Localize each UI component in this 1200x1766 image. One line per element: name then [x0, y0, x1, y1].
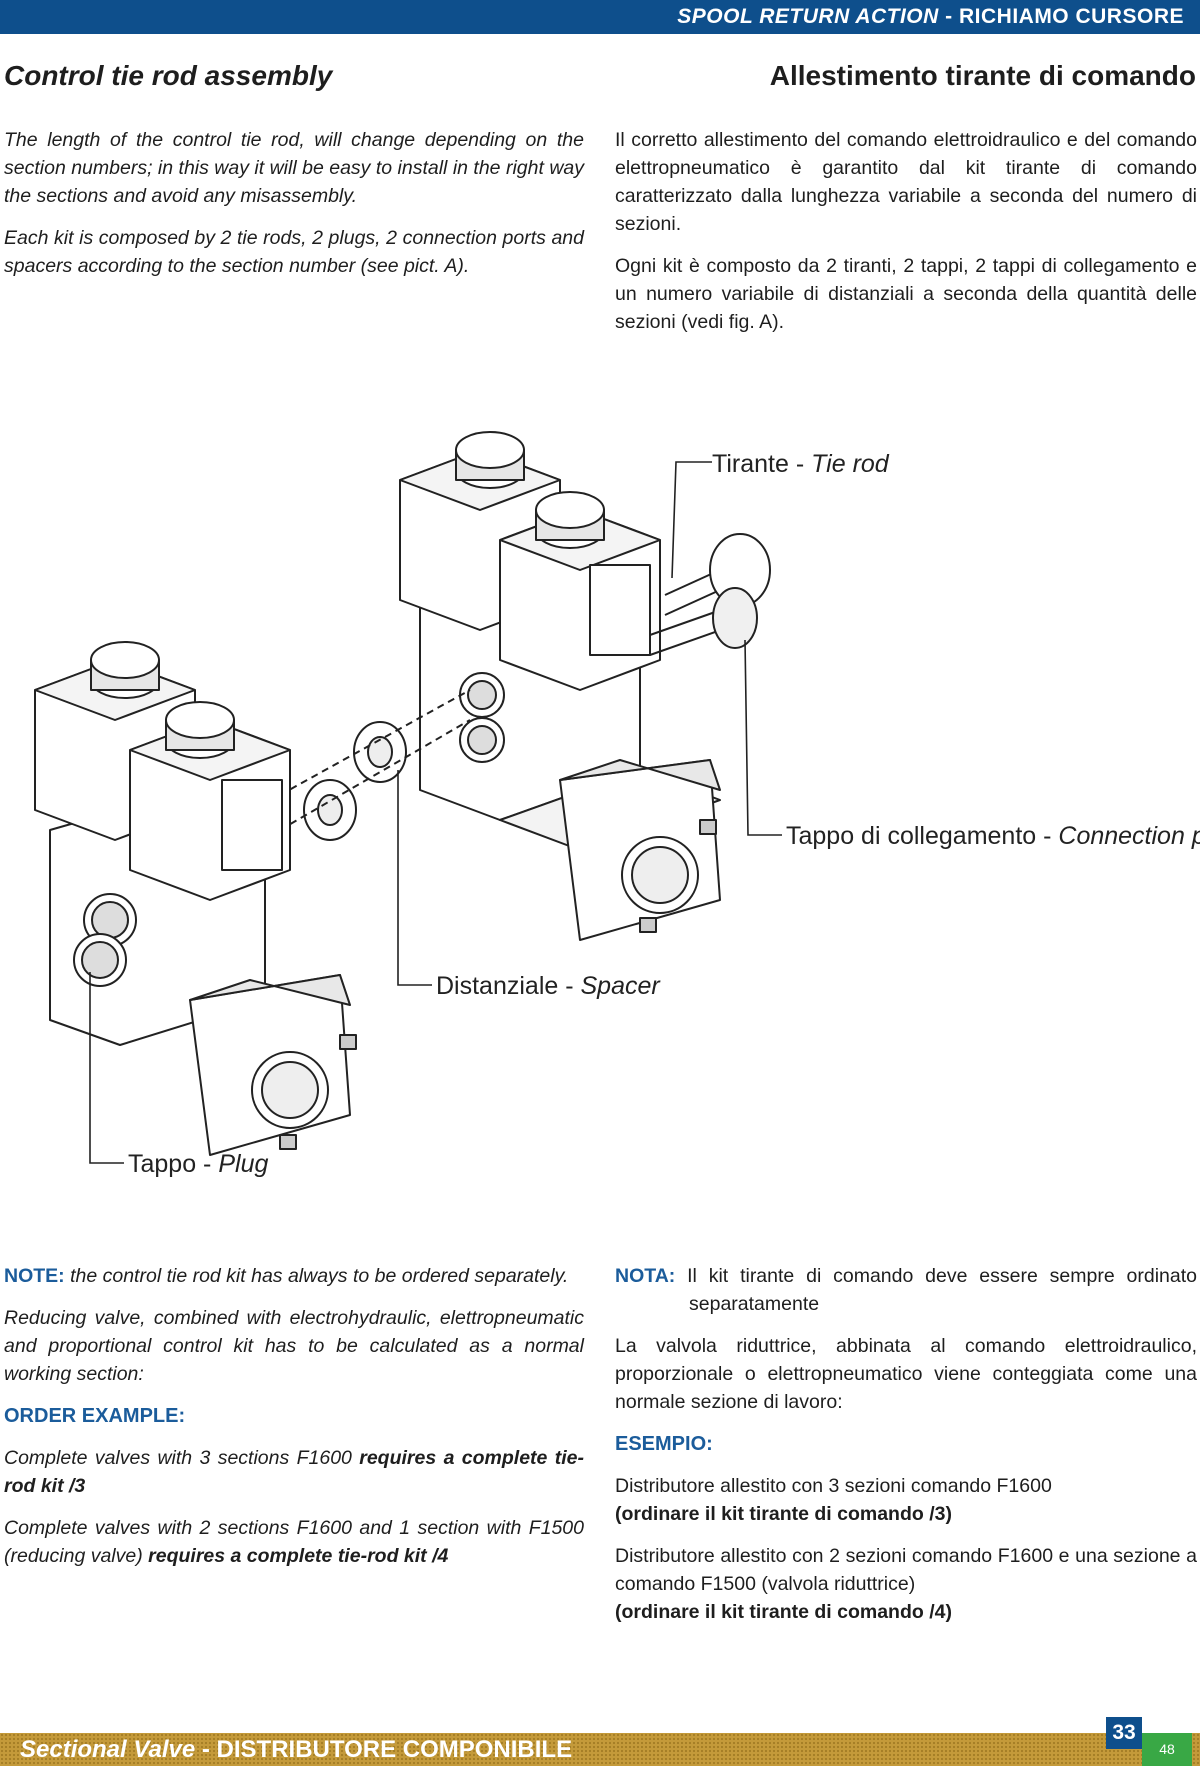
- page-number: 33: [1106, 1717, 1142, 1749]
- reducing-valve-en: Reducing valve, combined with electrohyd…: [4, 1307, 584, 1385]
- order-example-en-1: Complete valves with 3 sections F1600 re…: [4, 1447, 584, 1497]
- page-number-secondary: 48: [1142, 1733, 1192, 1766]
- order-example-it-2: Distributore allestito con 2 sezioni com…: [615, 1545, 1197, 1623]
- plug-leader: [89, 972, 124, 1164]
- footer-title: Sectional Valve - DISTRIBUTORE COMPONIBI…: [20, 1736, 573, 1763]
- connection-port-label: Tappo di collegamento - Connection port: [786, 822, 1200, 850]
- header-bar: SPOOL RETURN ACTION - RICHIAMO CURSORE: [0, 0, 1200, 34]
- section-title-en: Control tie rod assembly: [4, 60, 333, 91]
- intro-en: The length of the control tie rod, will …: [4, 126, 584, 280]
- tie-rods: [649, 533, 771, 656]
- note-it-text: Il kit tirante di comando deve essere se…: [687, 1265, 1197, 1315]
- note-en-text: the control tie rod kit has always to be…: [70, 1265, 569, 1287]
- front-solenoid-1: [34, 641, 196, 841]
- tie-rod-leader: [671, 461, 712, 579]
- note-it: NOTA: Il kit tirante di comando deve ess…: [615, 1262, 1197, 1626]
- reducing-valve-it: La valvola riduttrice, abbinata al coman…: [615, 1335, 1197, 1413]
- order-example-title-it: ESEMPIO:: [615, 1433, 713, 1455]
- tie-rod-assembly-figure: Tirante - Tie rod Tappo di collegamento …: [34, 431, 1200, 1178]
- intro-en-paragraph-2: Each kit is composed by 2 tie rods, 2 pl…: [4, 227, 584, 277]
- back-solenoid-2: [499, 491, 661, 691]
- note-it-key: NOTA:: [615, 1265, 676, 1287]
- footer-bar: Sectional Valve - DISTRIBUTORE COMPONIBI…: [0, 1733, 1200, 1766]
- order-example-en-2: Complete valves with 2 sections F1600 an…: [4, 1517, 584, 1567]
- spacers: [279, 689, 471, 841]
- section-title-it: Allestimento tirante di comando: [769, 60, 1196, 91]
- front-solenoid-2: [129, 701, 291, 901]
- spacer-leader: [397, 770, 432, 986]
- plug-label: Tappo - Plug: [128, 1150, 268, 1178]
- intro-it: Il corretto allestimento del comando ele…: [615, 126, 1197, 336]
- header-title: SPOOL RETURN ACTION - RICHIAMO CURSORE: [677, 5, 1184, 29]
- tie-rod-label: Tirante - Tie rod: [712, 450, 890, 478]
- spacer-label: Distanziale - Spacer: [436, 972, 661, 1000]
- intro-en-paragraph-1: The length of the control tie rod, will …: [4, 129, 584, 207]
- intro-it-paragraph-2: Ogni kit è composto da 2 tiranti, 2 tapp…: [615, 255, 1197, 333]
- note-en-key: NOTE:: [4, 1265, 65, 1287]
- intro-it-paragraph-1: Il corretto allestimento del comando ele…: [615, 129, 1197, 235]
- connection-port-leader: [744, 639, 782, 836]
- note-en: NOTE: the control tie rod kit has always…: [4, 1262, 584, 1570]
- header-title-it: RICHIAMO CURSORE: [958, 5, 1184, 28]
- order-example-title-en: ORDER EXAMPLE:: [4, 1405, 186, 1427]
- order-example-it-1: Distributore allestito con 3 sezioni com…: [615, 1475, 1052, 1525]
- header-title-en: SPOOL RETURN ACTION: [677, 5, 939, 28]
- header-separator: -: [938, 5, 959, 28]
- front-valve-body: [49, 789, 357, 1156]
